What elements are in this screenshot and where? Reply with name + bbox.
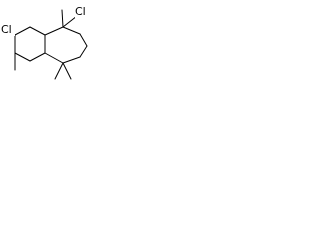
bond-c5-c6 bbox=[14, 52, 31, 62]
cl-left-background bbox=[1, 23, 15, 36]
bond-c11-c4 bbox=[44, 52, 64, 64]
bond-c3-c7 bbox=[44, 26, 64, 36]
molecule-structure: Cl Cl bbox=[1, 5, 89, 80]
bond-c7-methyl bbox=[61, 9, 64, 28]
cl-top-background bbox=[75, 5, 89, 18]
bond-c1-c2 bbox=[14, 26, 31, 36]
bond-c10-c11 bbox=[62, 56, 81, 64]
bond-c9-c10 bbox=[79, 45, 88, 58]
bond-c11-methyl-b bbox=[62, 62, 72, 80]
bond-c11-methyl-a bbox=[54, 62, 64, 80]
bond-c4-c5 bbox=[29, 52, 46, 62]
bond-c2-c3 bbox=[29, 26, 46, 36]
chlorine-atom-label-top: Cl bbox=[75, 5, 86, 18]
bond-c8-c9 bbox=[79, 33, 88, 47]
bond-c7-c8 bbox=[62, 26, 81, 35]
bond-c7-cl bbox=[62, 15, 78, 28]
chlorine-atom-label-left: Cl bbox=[1, 23, 12, 36]
